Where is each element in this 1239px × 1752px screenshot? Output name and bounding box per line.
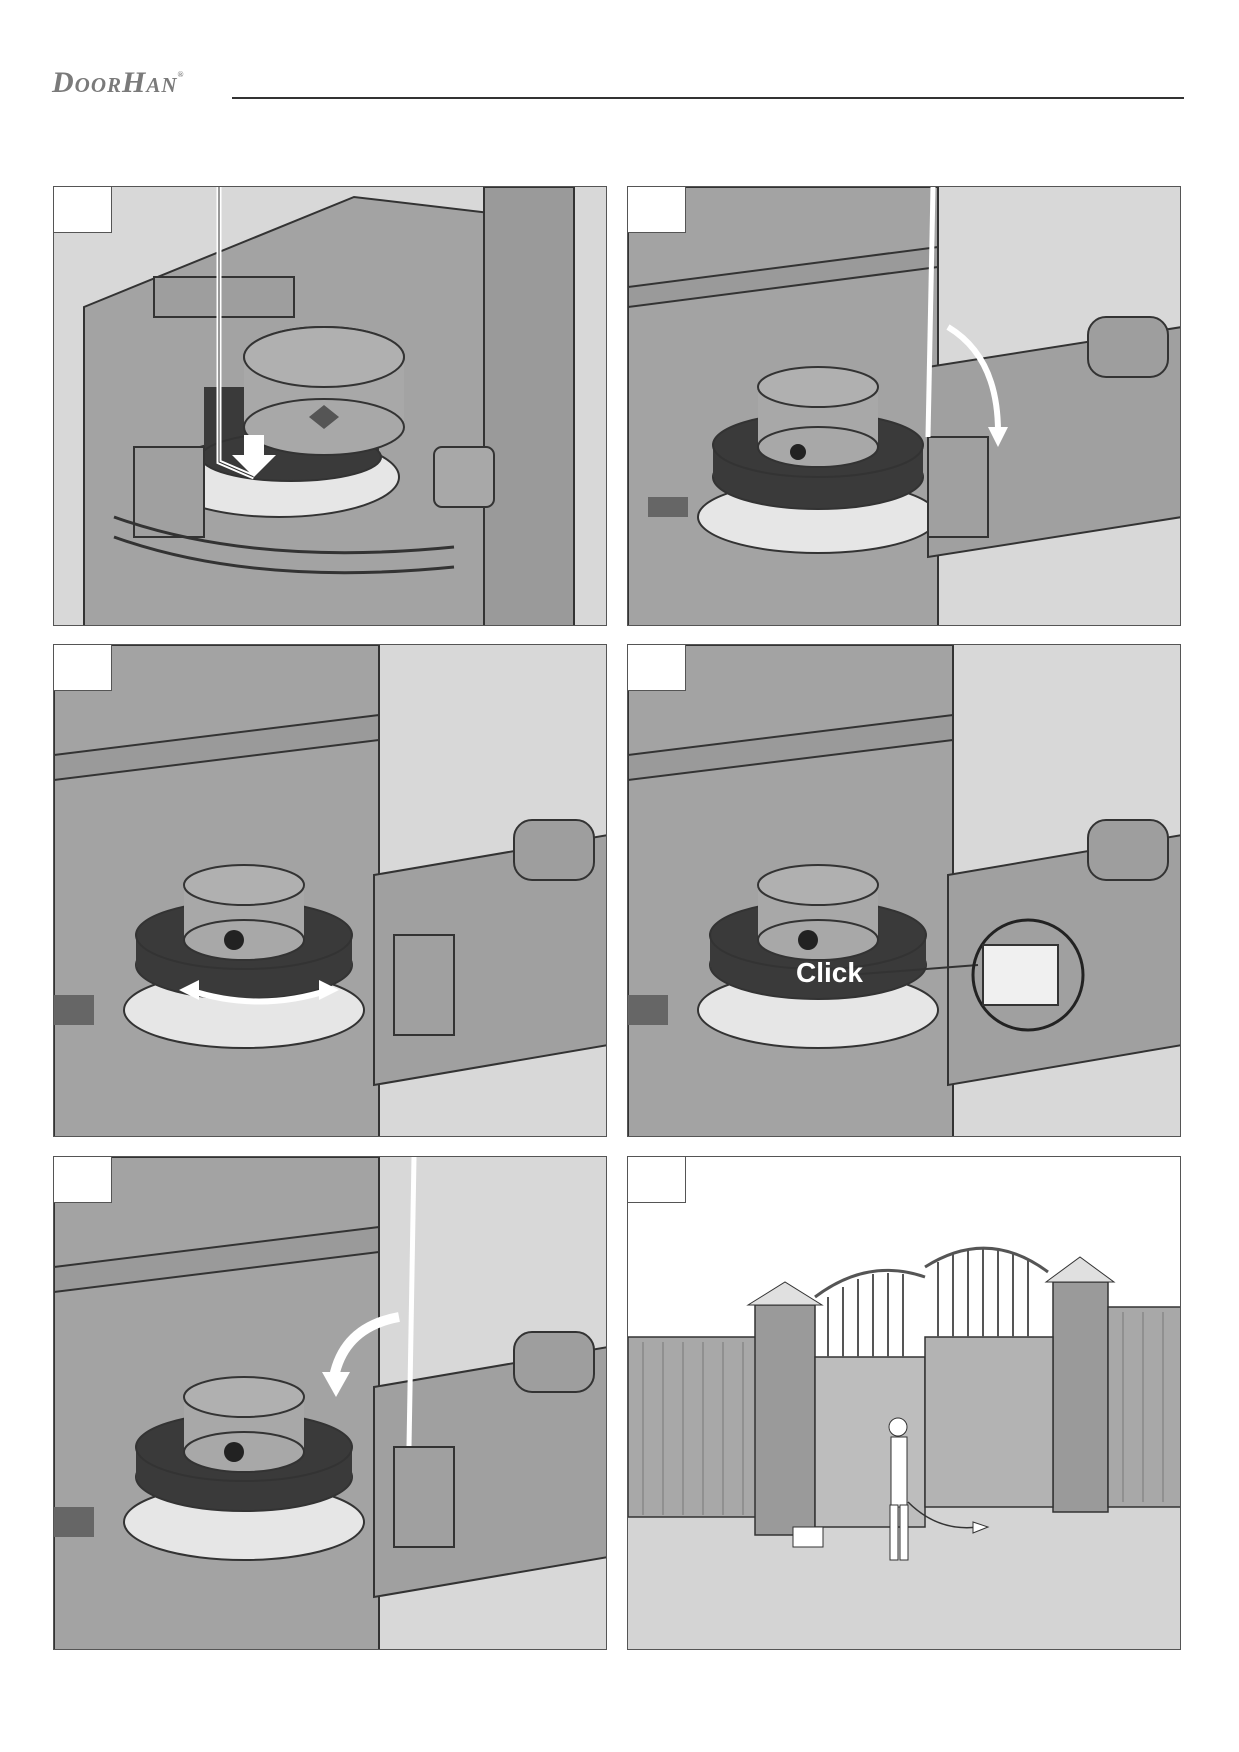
- step-number-box: [628, 1157, 686, 1203]
- doorhan-logo: DoorHan®: [52, 66, 185, 99]
- illustration-panel-1: [53, 186, 607, 626]
- step-number-box: [54, 187, 112, 233]
- step-number-box: [628, 187, 686, 233]
- header-rule: [232, 97, 1184, 99]
- cam-turn-illustration: [54, 645, 606, 1136]
- illustration-panel-4: Click: [627, 644, 1181, 1137]
- illustration-panel-3: [53, 644, 607, 1137]
- limit-switch-click-illustration: [628, 645, 1180, 1136]
- step-number-box: [54, 645, 112, 691]
- illustration-panel-5: [53, 1156, 607, 1650]
- click-callout: Click: [796, 957, 863, 988]
- cam-adjust-illustration: [54, 187, 606, 625]
- page-header: DoorHan®: [52, 66, 1184, 106]
- step-number-box: [628, 645, 686, 691]
- illustration-panel-6: [627, 1156, 1181, 1650]
- step-number-box: [54, 1157, 112, 1203]
- gate-manual-open-illustration: [628, 1157, 1180, 1649]
- cam-lock-illustration: [54, 1157, 606, 1649]
- cam-rotate-illustration: [628, 187, 1180, 625]
- illustration-panel-2: [627, 186, 1181, 626]
